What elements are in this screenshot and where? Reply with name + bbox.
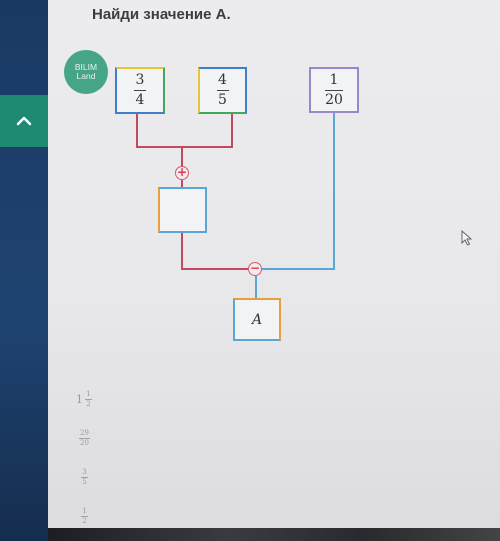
answer-option-4[interactable]: 1 2 [76,508,88,525]
option-1-numerator: 1 [86,390,91,398]
bilimland-logo: BILIM Land [64,50,108,94]
option-4-numerator: 1 [82,507,87,515]
fraction-a-numerator: 3 [135,72,145,88]
result-box-a: A [233,298,281,341]
logo-text-line1: BILIM [74,62,98,72]
fraction-c-denominator: 20 [325,91,343,108]
fraction-b-denominator: 5 [218,92,227,108]
chevron-up-icon [16,116,32,126]
plus-operator: + [175,165,189,180]
task-title: Найди значение A. [92,6,231,23]
option-4-denominator: 2 [82,517,87,525]
fraction-box-a: 3 4 [115,67,165,114]
minus-operator: − [248,261,262,276]
answer-option-1[interactable]: 1 1 2 [76,391,92,408]
option-3-denominator: 5 [82,478,87,486]
fraction-box-c: 1 20 [309,67,359,113]
fraction-box-b: 4 5 [198,67,247,114]
fraction-a-denominator: 4 [135,92,145,108]
sum-answer-box[interactable] [158,187,207,233]
option-1-denominator: 2 [86,400,91,408]
left-sidebar [0,0,48,541]
mouse-pointer-icon [461,229,473,250]
answer-option-3[interactable]: 3 5 [76,469,88,486]
fraction-b-numerator: 4 [218,72,227,88]
collapse-panel-button[interactable] [0,95,48,147]
logo-text-line2: Land [76,71,96,81]
option-2-denominator: 20 [80,439,89,447]
answer-option-2[interactable]: 29 20 [76,430,90,447]
result-label: A [251,311,263,328]
option-3-numerator: 3 [82,468,87,476]
option-1-whole: 1 [76,393,83,406]
fraction-c-numerator: 1 [329,71,339,88]
option-2-numerator: 29 [80,429,89,437]
taskbar-edge [48,528,500,541]
